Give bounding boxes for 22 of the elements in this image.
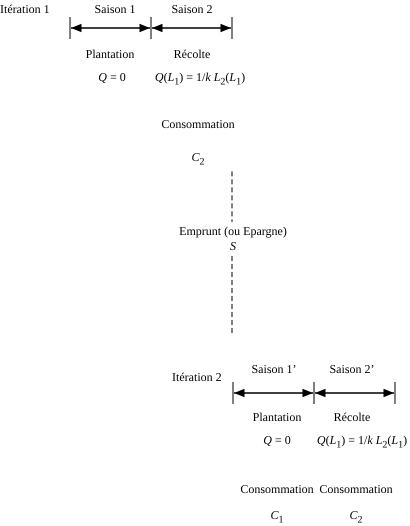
- variable-label: C$_{2}$: [190, 150, 206, 170]
- phase-label: Plantation: [252, 410, 302, 424]
- variable-label: S: [229, 239, 237, 254]
- formula: Q(L$_{1}$) = 1/k L$_{2}$(L$_{1}$): [316, 433, 408, 452]
- season-label: Saison 2: [172, 2, 212, 16]
- node-label: Emprunt (ou Epargne): [179, 224, 287, 239]
- consumption-label: Consommation: [319, 482, 393, 496]
- formula: Q = 0: [263, 433, 291, 447]
- node-label: Consommation: [161, 117, 235, 132]
- iteration-heading: Itération 2: [172, 370, 222, 384]
- phase-label: Récolte: [174, 47, 210, 61]
- formula: Q = 0: [98, 70, 126, 84]
- variable-label: C$_{2}$: [350, 508, 362, 526]
- phase-label: Plantation: [86, 47, 134, 61]
- season-label: Saison 1’: [252, 362, 296, 376]
- iteration-heading: Itération 1: [0, 2, 50, 16]
- consumption-label: Consommation: [240, 482, 314, 496]
- season-label: Saison 2’: [330, 362, 374, 376]
- formula: Q(L$_{1}$) = 1/k L$_{2}$(L$_{1}$): [154, 70, 246, 90]
- variable-label: C$_{1}$: [270, 508, 284, 526]
- season-label: Saison 1: [94, 2, 136, 16]
- phase-label: Récolte: [334, 410, 370, 424]
